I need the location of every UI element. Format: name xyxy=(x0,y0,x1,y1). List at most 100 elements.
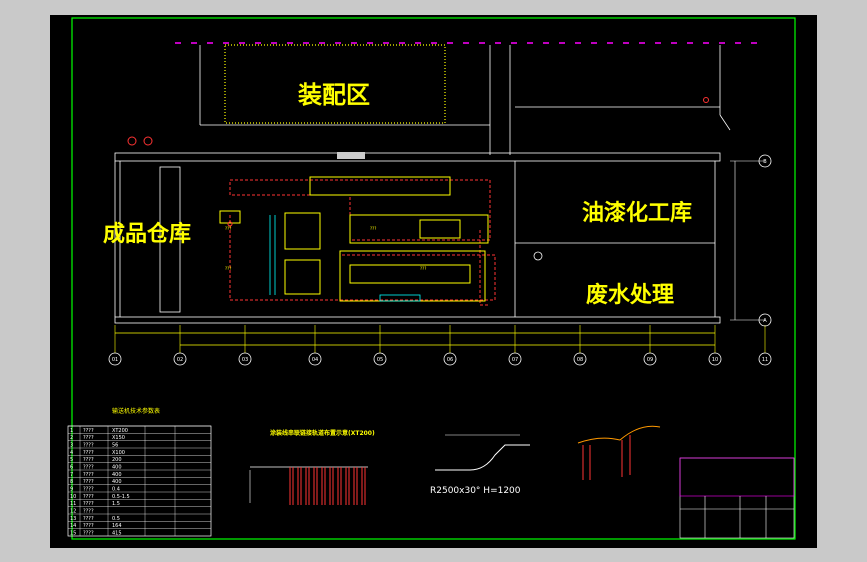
table-cell: ???? xyxy=(83,465,94,471)
table-cell: ???? xyxy=(83,531,94,537)
table-cell: 13 xyxy=(70,516,76,522)
grid-axis-label: 05 xyxy=(377,357,383,363)
grid-row-label: A xyxy=(763,318,767,324)
table-rows: 1???? XT200 2???? X150 3???? 56 4???? X100 5????… xyxy=(68,425,211,537)
table-cell: 3 xyxy=(70,443,73,449)
grid-axis-bubble xyxy=(443,352,457,366)
table-cell: 7 xyxy=(70,472,73,478)
table-cell: ???? xyxy=(83,516,94,522)
grid-axis-label: 07 xyxy=(512,357,518,363)
table-cell: 4 xyxy=(70,450,73,456)
table-cell: 6 xyxy=(70,465,73,471)
red-markers xyxy=(127,97,709,227)
dimension-line xyxy=(115,332,715,346)
grid-axis-label: 03 xyxy=(242,357,248,363)
curve-detail: R2500x30° H=1200 xyxy=(430,434,530,496)
svg-text:???: ??? xyxy=(420,266,426,271)
sheet-border xyxy=(71,17,796,540)
cad-drawing: ??? ??? ??? ??? 装配区 成品仓库 油漆化工库 废水处理 01 02… xyxy=(67,17,796,540)
table-cell: ???? xyxy=(83,457,94,463)
table-cell: ???? xyxy=(83,435,94,441)
grid-axis-bubble xyxy=(173,352,187,366)
table-cell: 415 xyxy=(112,531,122,537)
equipment-tags: ??? ??? ??? ??? xyxy=(225,226,426,271)
table-cell: 1.5 xyxy=(112,501,120,507)
table-cell: 1 xyxy=(70,428,73,434)
grid-axis-label: 02 xyxy=(177,357,183,363)
table-cell: ???? xyxy=(83,494,94,500)
table-cell: XT200 xyxy=(112,428,128,434)
table-cell: 0.5 xyxy=(112,516,120,522)
table-cell: 15 xyxy=(70,531,76,537)
grid-axis-label: 10 xyxy=(712,357,718,363)
grid-axis-label: 08 xyxy=(577,357,583,363)
grid-axis-label: 09 xyxy=(647,357,653,363)
incline-detail xyxy=(577,425,661,480)
table-cell: ???? xyxy=(83,443,94,449)
assembly-area-label: 装配区 xyxy=(298,81,370,109)
table-cell: ???? xyxy=(83,472,94,478)
detail-title: 涂装线串联链接轨道布置示意(XT200) xyxy=(270,429,375,437)
assembly-area-block xyxy=(199,44,731,155)
svg-text:???: ??? xyxy=(370,226,376,231)
curve-spec-label: R2500x30° H=1200 xyxy=(430,486,521,496)
grid-axis-bubble xyxy=(373,352,387,366)
table-cell: ???? xyxy=(83,428,94,434)
grid-axis-label: 01 xyxy=(112,357,118,363)
table-title: 输送机技术参数表 xyxy=(112,407,160,415)
table-cell: X150 xyxy=(112,435,125,441)
svg-text:???: ??? xyxy=(225,226,231,231)
grid-axis-label: 11 xyxy=(762,357,768,363)
parameter-table: 输送机技术参数表 1????XT2002????X1503????564????… xyxy=(67,407,212,537)
table-cell: ???? xyxy=(83,479,94,485)
table-cell: 400 xyxy=(112,479,122,485)
table-cell: 5 xyxy=(70,457,73,463)
finished-goods-warehouse-label: 成品仓库 xyxy=(103,221,191,247)
table-cell: 164 xyxy=(112,523,122,529)
table-cell: 8 xyxy=(70,479,73,485)
table-cell: 400 xyxy=(112,472,122,478)
grid-axis-bubbles: 01 02 03 04 05 06 07 08 09 10 11 xyxy=(108,325,772,366)
grid-row-bubble xyxy=(758,154,772,168)
table-cell: 0.5-1.5 xyxy=(112,494,130,500)
grid-axis-bubble xyxy=(708,352,722,366)
grid-axis-label: 04 xyxy=(312,357,318,363)
paint-chemical-storage-label: 油漆化工库 xyxy=(582,200,692,226)
table-cell: ???? xyxy=(83,487,94,493)
table-cell: X100 xyxy=(112,450,125,456)
table-cell: 9 xyxy=(70,487,73,493)
table-cell: 0.4 xyxy=(112,487,120,493)
wastewater-treatment-label: 废水处理 xyxy=(586,282,674,308)
main-building-outline xyxy=(114,152,765,324)
table-cell: ???? xyxy=(83,501,94,507)
equipment-cyan-details xyxy=(269,215,421,302)
hanger-detail: 涂装线串联链接轨道布置示意(XT200) xyxy=(249,429,375,505)
grid-row-label: B xyxy=(763,159,767,165)
table-cell: 200 xyxy=(112,457,122,463)
pump-marker xyxy=(533,251,543,261)
grid-axis-label: 06 xyxy=(447,357,453,363)
table-cell: 14 xyxy=(70,523,76,529)
grid-axis-bubble xyxy=(308,352,322,366)
drawing-sheet: ??? ??? ??? ??? 装配区 成品仓库 油漆化工库 废水处理 01 02… xyxy=(50,15,817,548)
grid-row-bubble xyxy=(758,313,772,327)
paint-line-equipment xyxy=(219,176,489,302)
table-cell: ???? xyxy=(83,450,94,456)
table-cell: 56 xyxy=(112,443,118,449)
table-cell: ???? xyxy=(83,523,94,529)
table-cell: 2 xyxy=(70,435,73,441)
grid-axis-bubble xyxy=(238,352,252,366)
grid-row-bubbles: AB xyxy=(758,154,772,327)
table-cell: ???? xyxy=(83,509,94,515)
table-cell: 10 xyxy=(70,494,76,500)
svg-text:???: ??? xyxy=(225,266,231,271)
table-cell: 400 xyxy=(112,465,122,471)
grid-axis-bubble xyxy=(573,352,587,366)
grid-axis-bubble xyxy=(108,352,122,366)
table-cell: 12 xyxy=(70,509,76,515)
table-cell: 11 xyxy=(70,501,76,507)
grid-axis-bubble xyxy=(643,352,657,366)
grid-axis-bubble xyxy=(508,352,522,366)
grid-axis-bubble xyxy=(758,352,772,366)
title-block xyxy=(679,457,795,539)
